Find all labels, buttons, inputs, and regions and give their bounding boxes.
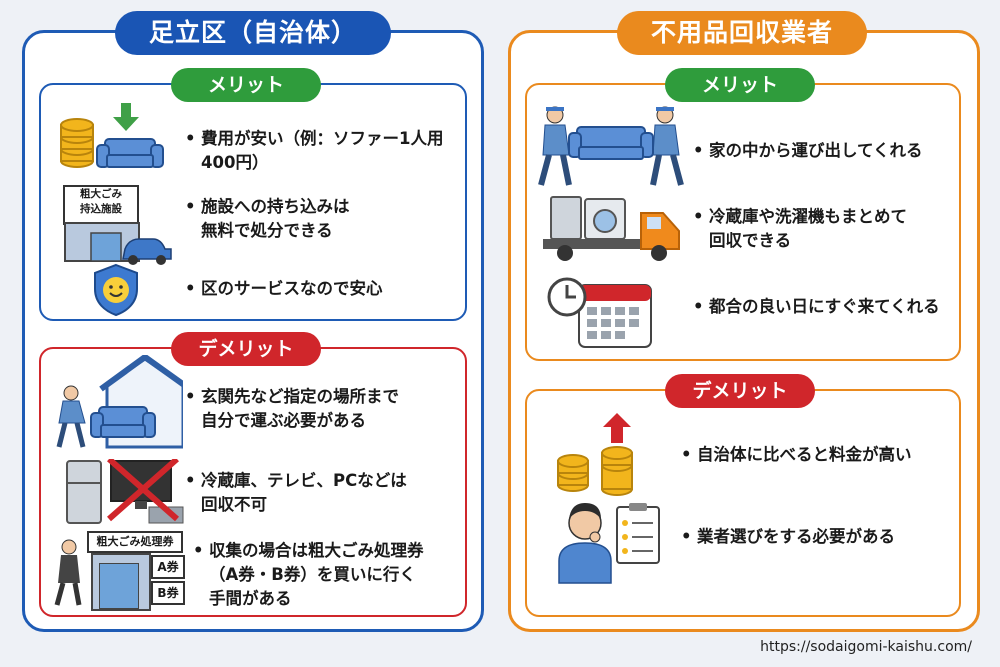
thinking-person-checklist-icon bbox=[558, 503, 660, 584]
facility-sign: 粗大ごみ 持込施設 bbox=[63, 185, 139, 225]
collector-title: 不用品回収業者 bbox=[617, 11, 867, 55]
carry-sofa-house-icon bbox=[56, 355, 183, 449]
collector-merit-box: メリット •家の中から運び出してくれる bbox=[525, 68, 961, 361]
municipality-panel: 足立区（自治体） メリット •費用が安い（例：ソファー1人用 400円） 粗大ご… bbox=[22, 11, 484, 632]
municipality-demerit-item-3: •収集の場合は粗大ごみ処理券 （A券・B券）を買いに行く 手間がある bbox=[193, 541, 424, 608]
municipality-demerit-box: デメリット •玄関先など指定の場所まで 自分で運ぶ必要がある bbox=[39, 332, 467, 617]
movers-sofa-icon bbox=[538, 106, 684, 186]
municipality-merit-box: メリット •費用が安い（例：ソファー1人用 400円） 粗大ごみ 持込施設 bbox=[39, 68, 467, 321]
municipality-demerit-label: デメリット bbox=[171, 332, 321, 366]
municipality-demerit-item-1: •玄関先など指定の場所まで 自分で運ぶ必要がある bbox=[185, 387, 399, 430]
collector-merit-label: メリット bbox=[665, 68, 815, 102]
municipality-demerit-item-2: •冷蔵庫、テレビ、PCなどは 回収不可 bbox=[185, 471, 407, 514]
truck-appliances-icon bbox=[543, 196, 680, 261]
collector-merit-item-2: •冷蔵庫や洗濯機もまとめて 回収できる bbox=[693, 207, 907, 250]
municipality-merit-item-1: •費用が安い（例：ソファー1人用 400円） bbox=[185, 129, 444, 172]
collector-merit-item-3: •都合の良い日にすぐ来てくれる bbox=[693, 297, 940, 316]
footer-url: https://sodaigomi-kaishu.com/ bbox=[760, 639, 972, 655]
municipality-title: 足立区（自治体） bbox=[115, 11, 391, 55]
collector-merit-item-1: •家の中から運び出してくれる bbox=[693, 141, 923, 160]
municipality-merit-item-3: •区のサービスなので安心 bbox=[185, 279, 383, 298]
ticket-shop-sign: 粗大ごみ処理券 bbox=[87, 531, 183, 553]
ticket-shop-icon: 粗大ごみ処理券 A券 B券 bbox=[53, 531, 187, 611]
fridge-tv-crossed-icon bbox=[66, 459, 184, 524]
ticket-b: B券 bbox=[151, 581, 185, 605]
collector-panel: 不用品回収業者 メリット •家の中から運び出してくれる bbox=[508, 11, 980, 632]
municipality-merit-label: メリット bbox=[171, 68, 321, 102]
ticket-a: A券 bbox=[151, 555, 185, 579]
municipality-merit-item-2: •施設への持ち込みは 無料で処分できる bbox=[185, 197, 350, 240]
collector-demerit-box: デメリット •自治体に比べると料金が高い •業者選びをする必要がある bbox=[525, 374, 961, 617]
clock-calendar-icon bbox=[547, 277, 652, 348]
collector-demerit-item-1: •自治体に比べると料金が高い bbox=[681, 445, 912, 464]
facility-car-icon: 粗大ごみ 持込施設 bbox=[57, 185, 177, 265]
coins-sofa-icon bbox=[60, 103, 164, 168]
collector-demerit-item-2: •業者選びをする必要がある bbox=[681, 527, 895, 546]
coins-up-icon bbox=[557, 413, 633, 496]
shield-smile-icon bbox=[94, 263, 138, 317]
collector-demerit-label: デメリット bbox=[665, 374, 815, 408]
